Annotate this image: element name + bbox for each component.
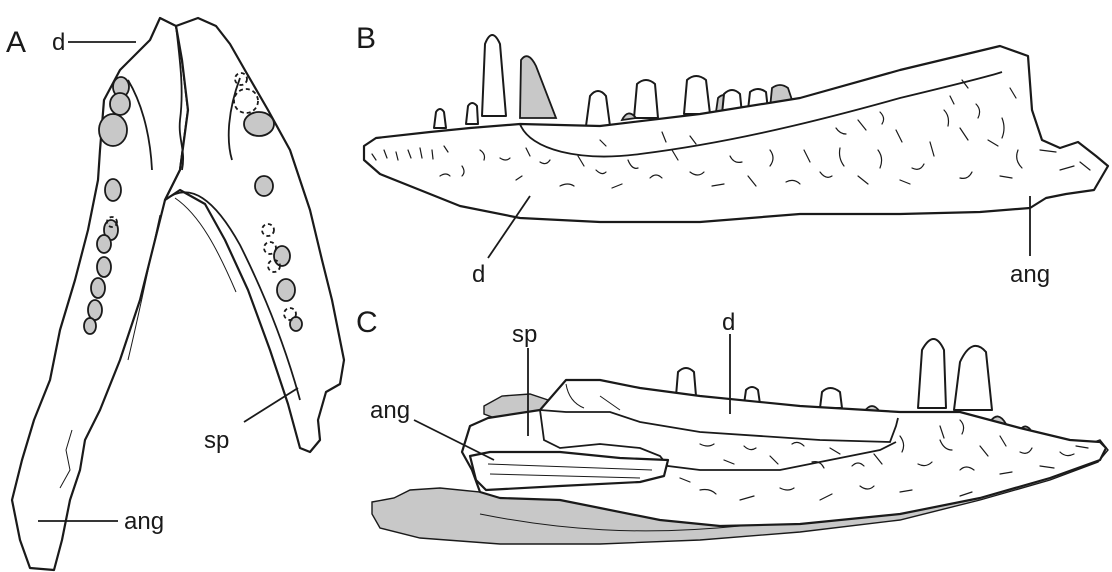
panel-a-alveolus [255, 176, 273, 196]
panel-c: C sp d [356, 306, 1108, 544]
panel-b-letter: B [356, 22, 376, 55]
panel-b: B d [356, 22, 1108, 288]
panel-c-label-ang: ang [370, 397, 410, 424]
panel-a-label-d: d [52, 29, 65, 56]
panel-b-tooth [482, 35, 506, 116]
panel-b-tooth [586, 91, 610, 126]
panel-a-right-ramus [165, 18, 344, 452]
panel-a-alveolus [91, 278, 105, 298]
panel-a-alveolus [97, 257, 111, 277]
panel-c-label-d: d [722, 309, 735, 336]
panel-a-alveolus [105, 179, 121, 201]
panel-c-tooth [918, 339, 946, 408]
panel-a-alveolus [84, 318, 96, 334]
panel-b-tooth [634, 80, 658, 118]
panel-b-label-d: d [472, 261, 485, 288]
panel-b-tooth [466, 103, 478, 124]
panel-a: A [6, 18, 344, 570]
panel-a-alveolus [99, 114, 127, 146]
panel-a-alveolus [277, 279, 295, 301]
panel-c-letter: C [356, 306, 378, 339]
panel-a-label-sp: sp [204, 427, 229, 454]
panel-a-alveolus [110, 93, 130, 115]
panel-b-label-ang: ang [1010, 261, 1050, 288]
panel-a-mandible [12, 18, 344, 570]
panel-a-letter: A [6, 26, 26, 59]
panel-b-tooth [684, 76, 710, 114]
panel-c-tooth [676, 368, 696, 396]
panel-a-alveolus [88, 300, 102, 320]
panel-b-mandible [364, 46, 1108, 222]
panel-b-tooth [434, 109, 446, 128]
panel-a-label-ang: ang [124, 508, 164, 535]
panel-b-tooth-grey [520, 56, 556, 118]
panel-c-tooth [954, 346, 992, 410]
panel-a-alveolus [244, 112, 274, 136]
panel-a-alveolus [97, 235, 111, 253]
panel-c-tooth [820, 388, 842, 408]
panel-c-label-sp: sp [512, 321, 537, 348]
